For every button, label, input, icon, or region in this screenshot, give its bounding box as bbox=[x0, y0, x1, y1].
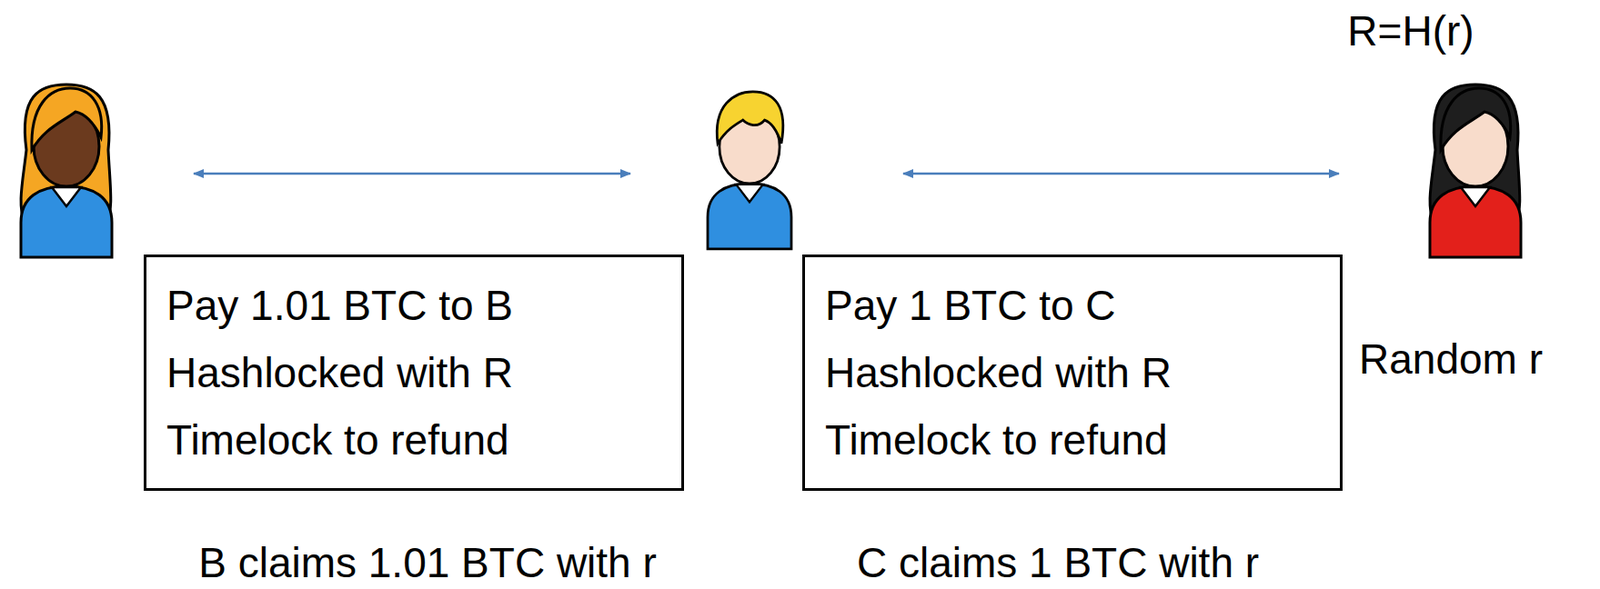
secret-note: Random r bbox=[1358, 334, 1543, 384]
claim-caption: C claims 1 BTC with r bbox=[856, 538, 1259, 588]
channel-arrow bbox=[193, 172, 631, 176]
condition-line: Pay 1.01 BTC to B bbox=[166, 271, 662, 340]
secret-note: R=H(r) bbox=[1347, 6, 1474, 56]
contract-box: Pay 1.01 BTC to BHashlocked with RTimelo… bbox=[143, 254, 685, 492]
claim-caption: B claims 1.01 BTC with r bbox=[198, 538, 657, 588]
channel-arrow bbox=[903, 172, 1339, 176]
condition-line: Hashlocked with R bbox=[166, 339, 662, 407]
contract-box: Pay 1 BTC to CHashlocked with RTimelock … bbox=[802, 254, 1343, 492]
person-icon bbox=[1429, 84, 1521, 258]
person-icon bbox=[707, 91, 792, 250]
condition-line: Hashlocked with R bbox=[825, 339, 1320, 407]
condition-line: Timelock to refund bbox=[825, 406, 1320, 474]
condition-line: Timelock to refund bbox=[166, 406, 662, 474]
person-icon bbox=[20, 84, 112, 258]
condition-line: Pay 1 BTC to C bbox=[825, 271, 1320, 340]
